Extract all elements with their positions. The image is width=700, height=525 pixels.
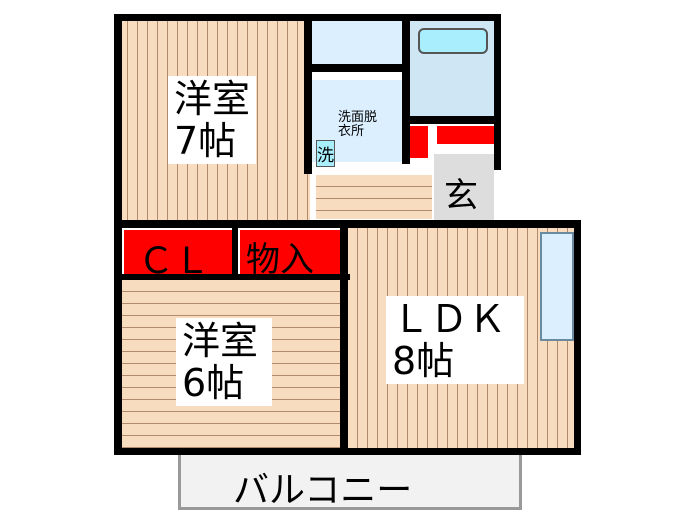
ldk-size: 8帖 <box>392 339 455 383</box>
balcony-label: バルコニー <box>233 470 413 511</box>
wall <box>340 222 348 454</box>
washroom-label-line1: 洗面脱 <box>338 110 378 125</box>
wall <box>304 14 312 174</box>
hallway <box>316 175 432 219</box>
wall <box>114 14 122 454</box>
washroom: 洗面脱 衣所 洗 <box>312 80 402 167</box>
wall <box>114 448 581 455</box>
wall <box>574 220 581 454</box>
storage: 物入 <box>240 230 340 280</box>
closet: ＣＬ <box>124 230 232 282</box>
western-room-7-size: 7帖 <box>174 119 237 163</box>
shoe-storage-2 <box>437 126 494 144</box>
bathtub-icon <box>418 28 488 54</box>
wall <box>402 14 410 164</box>
western-room-6-label: 洋室 6帖 <box>176 318 272 406</box>
ldk-name: ＬＤＫ <box>392 297 507 341</box>
washroom-label-line2: 衣所 <box>338 124 365 139</box>
ldk-label: ＬＤＫ 8帖 <box>386 296 524 384</box>
wall <box>402 116 500 124</box>
western-room-6-name: 洋室 <box>182 319 259 363</box>
entrance: 玄 <box>434 154 494 220</box>
wall <box>494 14 501 170</box>
washer-icon: 洗 <box>316 140 335 167</box>
western-room-6-size: 6帖 <box>182 361 245 405</box>
entrance-label: 玄 <box>444 176 478 216</box>
toilet <box>312 20 402 64</box>
storage-label: 物入 <box>246 240 314 280</box>
wall <box>114 274 350 280</box>
wall <box>232 228 238 276</box>
shoe-storage <box>410 126 428 158</box>
western-room-7-name: 洋室 <box>174 77 251 121</box>
kitchen-counter <box>540 232 574 341</box>
balcony: バルコニー <box>178 452 522 511</box>
western-room-7-label: 洋室 7帖 <box>168 76 257 164</box>
wall <box>304 64 404 72</box>
